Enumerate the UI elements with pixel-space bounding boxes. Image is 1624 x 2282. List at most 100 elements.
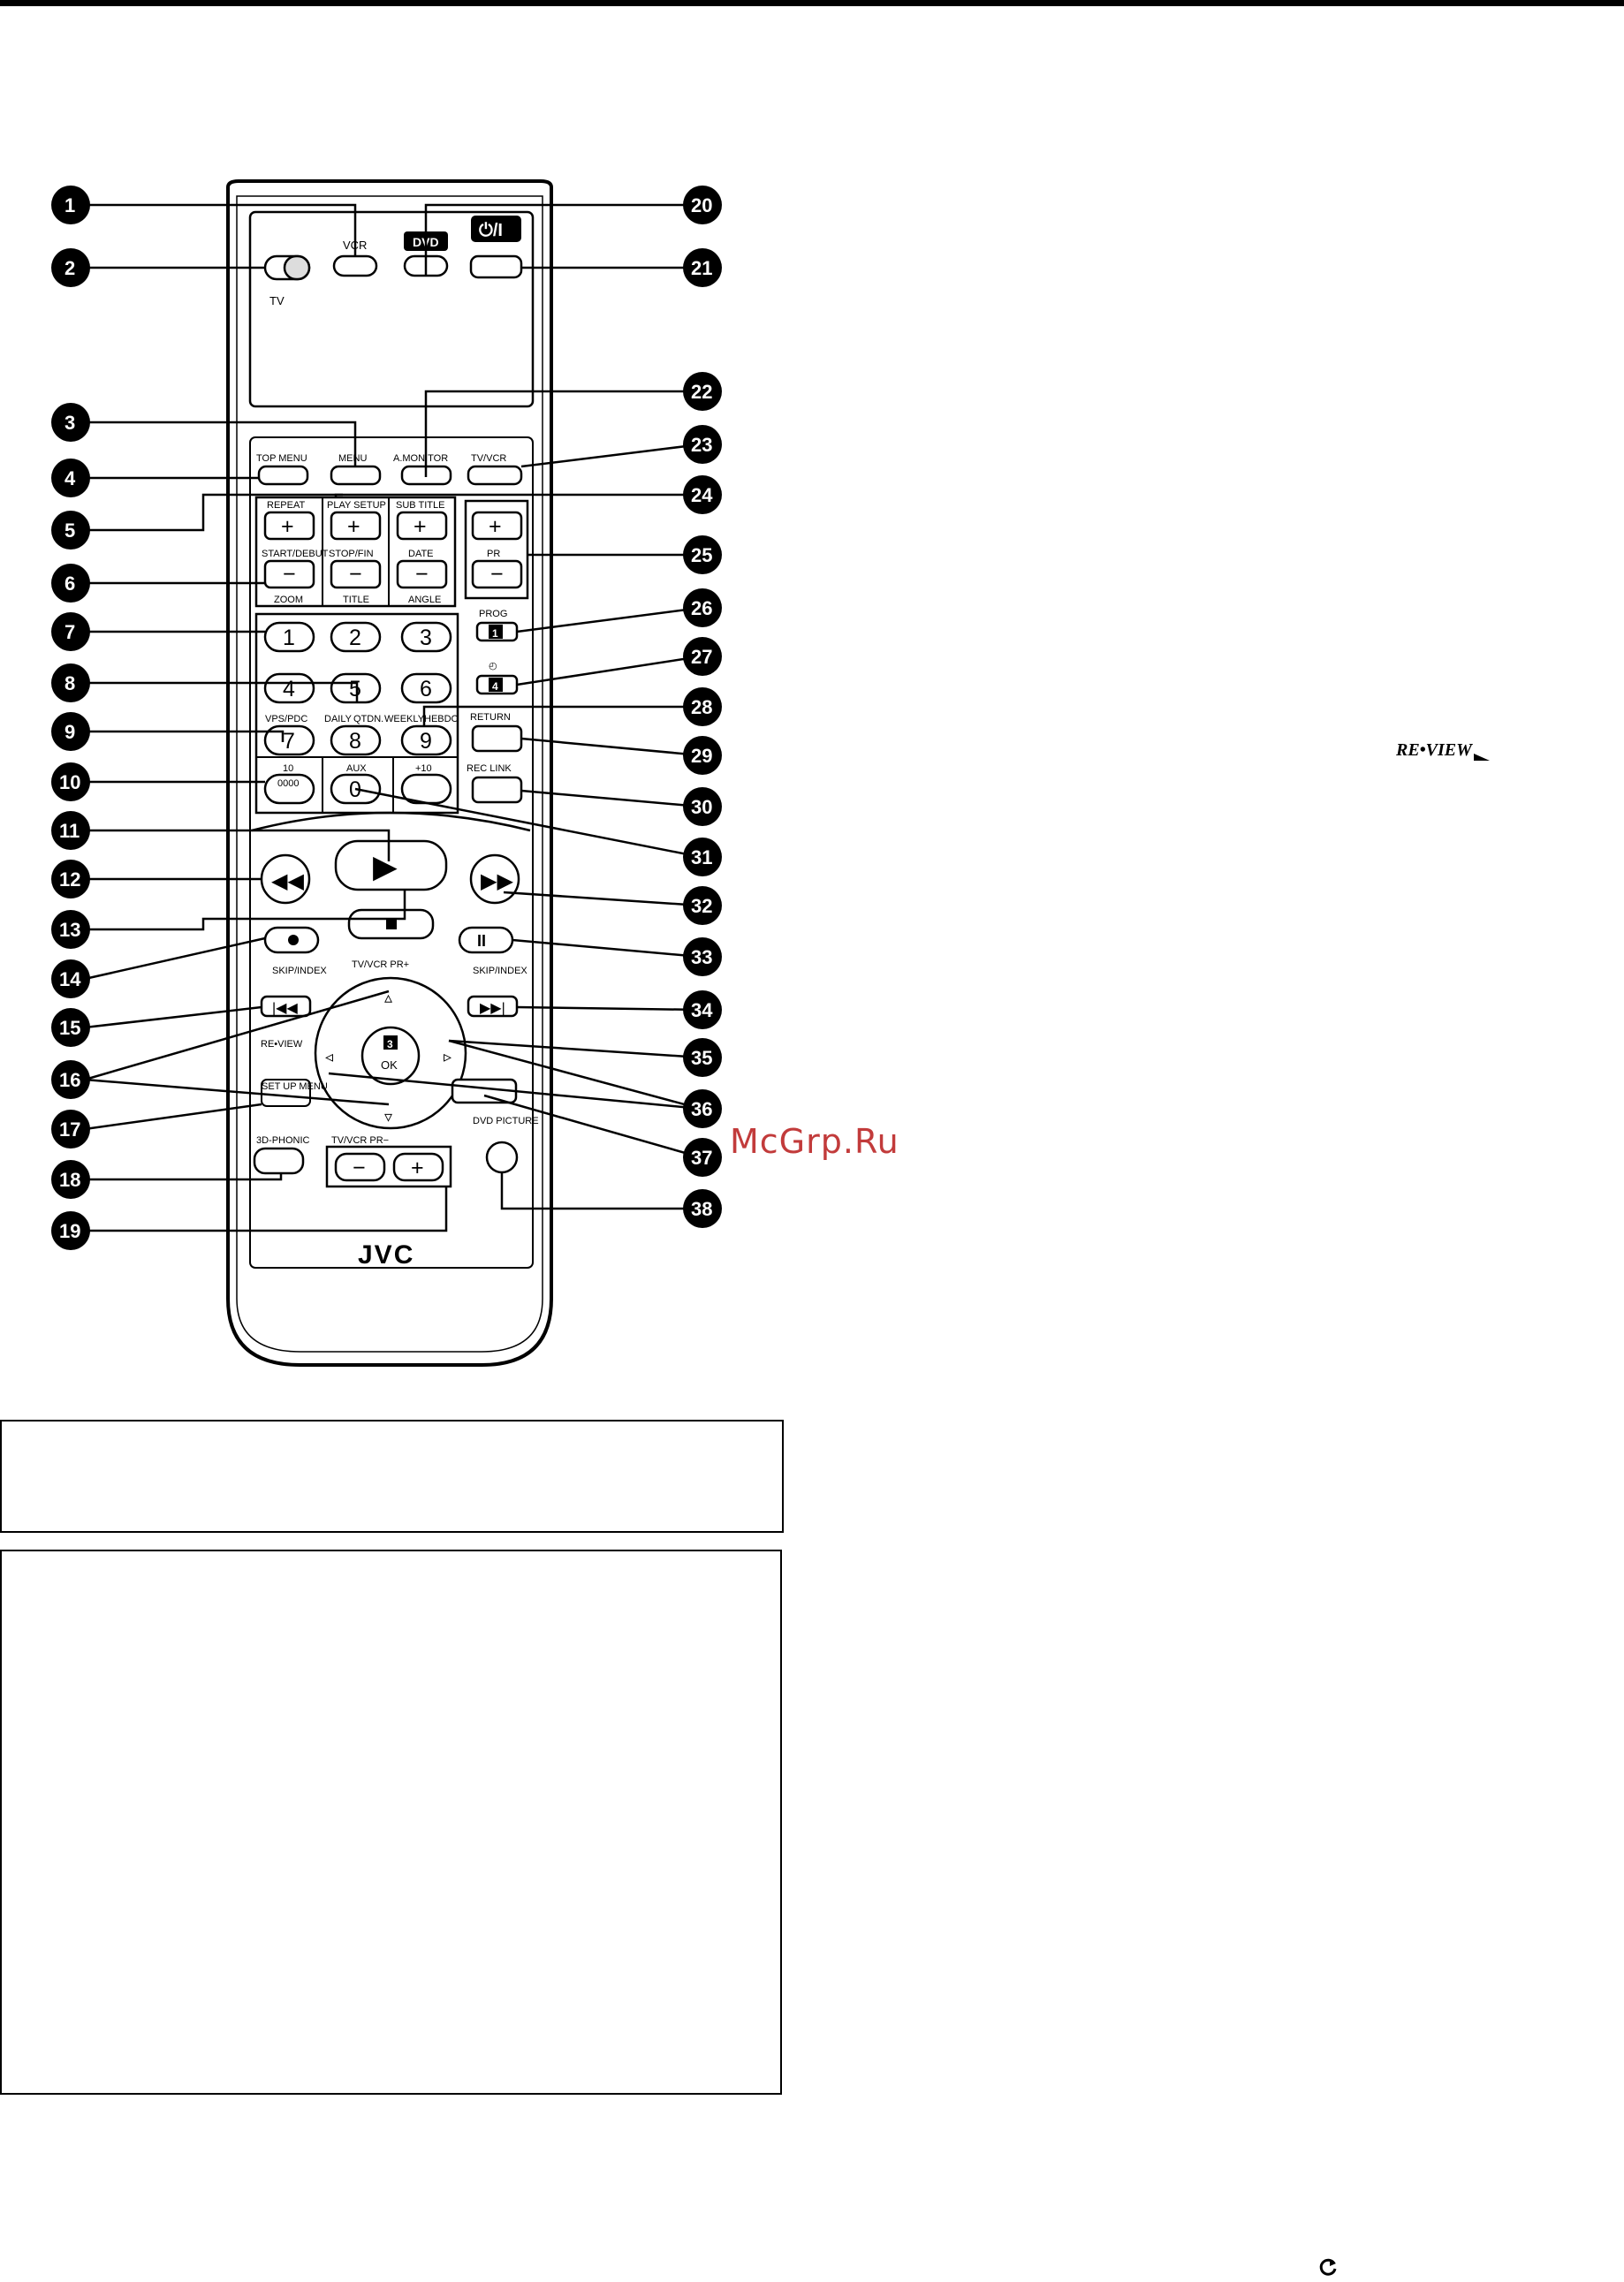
callout-23: 23: [683, 425, 722, 464]
svg-text:7: 7: [65, 621, 75, 643]
svg-text:12: 12: [59, 868, 80, 891]
date-label: DATE: [408, 549, 434, 559]
svg-text:1: 1: [65, 194, 75, 216]
tv-vcr-pr-plus-label: TV/VCR PR+: [352, 959, 409, 970]
top-menu-label: TOP MENU: [256, 453, 307, 464]
three-d-phonic-button[interactable]: [253, 1147, 305, 1175]
svg-text:10: 10: [59, 771, 80, 793]
pr-plus-button[interactable]: [471, 511, 523, 541]
callout-17: 17: [51, 1110, 90, 1149]
callout-15: 15: [51, 1008, 90, 1047]
svg-text:9: 9: [65, 721, 75, 743]
svg-text:31: 31: [691, 846, 712, 868]
prog-badge-text: 1: [492, 627, 498, 640]
review-logo: RE•VIEW: [1396, 740, 1490, 761]
digit-8-button[interactable]: [330, 724, 382, 756]
digit-3-button[interactable]: [400, 621, 452, 653]
skip-index-left-label: SKIP/INDEX: [272, 966, 327, 976]
repeat-plus-button[interactable]: [263, 511, 315, 541]
callout-36: 36: [683, 1089, 722, 1128]
fast-forward-button[interactable]: [469, 853, 520, 905]
callout-33: 33: [683, 937, 722, 976]
callout-1: 1: [51, 186, 90, 224]
digit-4-button[interactable]: [263, 672, 315, 704]
pr-minus-sign: −: [490, 562, 504, 587]
svg-text:33: 33: [691, 946, 712, 968]
digit-1-button[interactable]: [263, 621, 315, 653]
callout-19: 19: [51, 1211, 90, 1250]
a-monitor-label: A.MONITOR: [393, 453, 448, 464]
return-button[interactable]: [471, 724, 523, 753]
prog-label: PROG: [479, 609, 507, 619]
sub-title-minus-sign: −: [415, 562, 429, 587]
sub-title-minus-button[interactable]: [396, 559, 448, 589]
play-setup-minus-button[interactable]: [330, 559, 382, 589]
callout-20: 20: [683, 186, 722, 224]
callout-35: 35: [683, 1038, 722, 1077]
play-icon: ▶: [373, 848, 398, 884]
tv-vcr-pr-minus-button[interactable]: [334, 1152, 386, 1182]
sub-title-plus-button[interactable]: [396, 511, 448, 541]
digit-7-label: 7: [283, 729, 295, 754]
callout-16: 16: [51, 1060, 90, 1099]
ok-badge-text: 3: [387, 1038, 393, 1050]
tv-vcr-button[interactable]: [467, 465, 523, 486]
rewind-icon: ◀◀: [271, 869, 304, 893]
repeat-minus-button[interactable]: [263, 559, 315, 589]
remote-body-inner: [236, 195, 543, 1353]
zero-clear-button[interactable]: [263, 773, 315, 805]
callout-28: 28: [683, 687, 722, 726]
callout-26: 26: [683, 588, 722, 627]
weekly-label: WEEKLY: [384, 714, 425, 724]
svg-text:24: 24: [691, 484, 713, 506]
dvd-picture-button[interactable]: [485, 1141, 519, 1174]
leader-lines-left: [84, 203, 448, 1232]
play-setup-plus-button[interactable]: [330, 511, 382, 541]
nav-down-icon[interactable]: ▿: [384, 1108, 392, 1126]
nav-left-icon[interactable]: ◃: [325, 1048, 333, 1065]
tv-vcr-pr-plus-button[interactable]: [392, 1152, 444, 1182]
tv-vcr-pr-minus-sign: −: [353, 1156, 366, 1180]
power-button[interactable]: [469, 254, 523, 279]
menu-label: MENU: [338, 453, 367, 464]
repeat-icon: [1319, 2258, 1337, 2276]
nav-right-icon[interactable]: ▹: [444, 1048, 452, 1065]
tv-slider-knob: [283, 254, 311, 281]
brand-logo: JVC: [358, 1240, 414, 1270]
rec-link-button[interactable]: [471, 776, 523, 804]
digit-9-label: 9: [420, 729, 432, 754]
skip-forward-button[interactable]: [467, 995, 519, 1018]
svg-text:20: 20: [691, 194, 712, 216]
svg-text:4: 4: [65, 467, 76, 489]
digit-1-label: 1: [283, 625, 295, 650]
digit-3-label: 3: [420, 625, 432, 650]
digit-2-button[interactable]: [330, 621, 382, 653]
sub-title-plus-sign: +: [414, 514, 427, 539]
vcr-button[interactable]: [332, 254, 378, 277]
callout-9: 9: [51, 712, 90, 751]
digit-6-button[interactable]: [400, 672, 452, 704]
skip-back-button[interactable]: [260, 995, 312, 1018]
callout-18: 18: [51, 1160, 90, 1199]
menu-button[interactable]: [330, 465, 382, 486]
callout-6: 6: [51, 564, 90, 603]
svg-text:16: 16: [59, 1069, 80, 1091]
timer-badge-text: 4: [492, 680, 498, 693]
ok-button[interactable]: [360, 1026, 421, 1086]
play-setup-label: PLAY SETUP: [327, 500, 386, 511]
play-button[interactable]: [334, 839, 448, 891]
callout-10: 10: [51, 762, 90, 801]
pr-minus-button[interactable]: [471, 559, 523, 589]
nav-up-icon[interactable]: ▵: [384, 989, 392, 1006]
zeros-label: 0000: [277, 778, 299, 789]
digit-5-button[interactable]: [330, 672, 382, 704]
tv-vcr-pr-plus-sign: +: [411, 1156, 424, 1180]
set-up-menu-button[interactable]: [261, 1079, 311, 1107]
svg-text:25: 25: [691, 544, 712, 566]
three-d-phonic-label: 3D-PHONIC: [256, 1135, 310, 1146]
digit-9-button[interactable]: [400, 724, 452, 756]
digit-7-button[interactable]: [263, 724, 315, 756]
top-menu-button[interactable]: [257, 465, 309, 486]
ok-badge: [383, 1035, 398, 1050]
angle-label: ANGLE: [408, 595, 441, 605]
